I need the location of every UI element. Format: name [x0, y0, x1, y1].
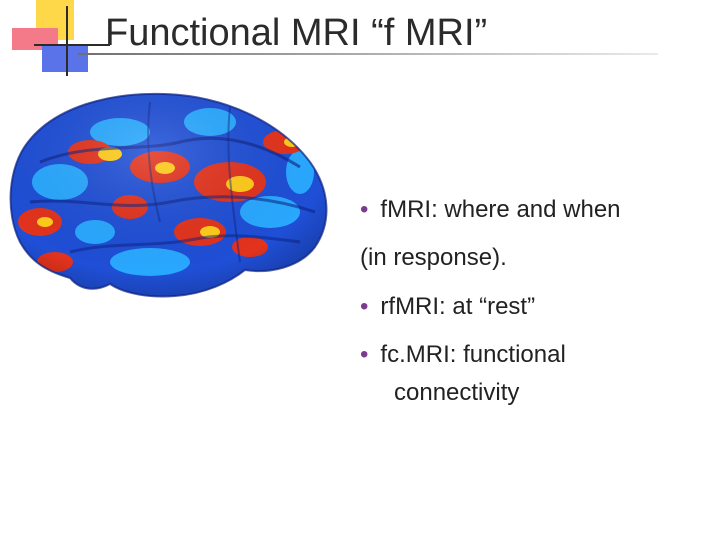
bullet-text-continuation: connectivity [394, 379, 520, 406]
brain-activation-image [9, 92, 328, 298]
crosshair-vertical-line [66, 6, 68, 76]
bullet-text: fMRI: where and when [380, 196, 621, 223]
bullet-marker: • [360, 293, 369, 320]
bullet-item-fmri: • fMRI: where and when [360, 196, 621, 224]
bullet-text: fc.MRI: functional [380, 341, 566, 368]
title-decoration [0, 0, 110, 80]
bullet-marker: • [360, 196, 369, 223]
slide-title: Functional MRI “f MRI” [105, 12, 488, 54]
crosshair-horizontal-line [34, 44, 110, 46]
bullet-text: (in response). [360, 244, 507, 271]
blue-square [42, 45, 88, 72]
bullet-item-fcmri: • fc.MRI: functional [360, 341, 566, 369]
bullet-text: rfMRI: at “rest” [380, 293, 536, 320]
bullet-item-rfmri: • rfMRI: at “rest” [360, 293, 535, 321]
title-underline [78, 53, 658, 55]
bullet-item-continuation: (in response). [360, 244, 507, 272]
bullet-marker: • [360, 341, 369, 368]
